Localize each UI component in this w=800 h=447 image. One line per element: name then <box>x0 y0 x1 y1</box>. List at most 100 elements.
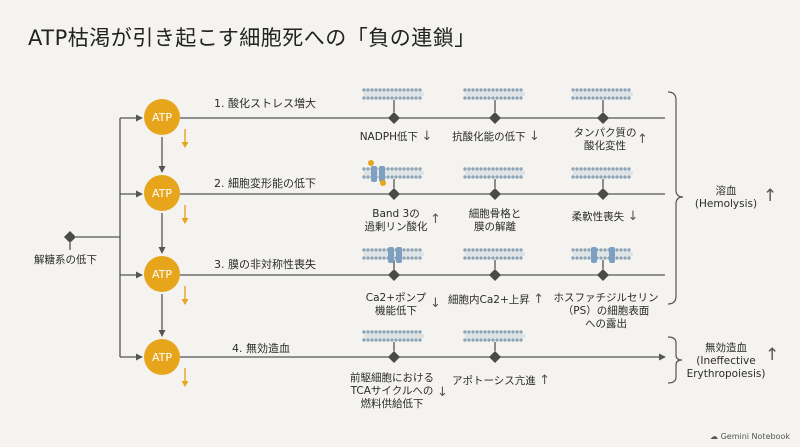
lipid-dot <box>362 256 366 260</box>
lipid-dot <box>587 96 591 100</box>
lipid-dot <box>491 330 495 334</box>
root-node <box>64 231 76 243</box>
lipid-dot <box>515 167 519 171</box>
lipid-dot <box>615 167 619 171</box>
lipid-dot <box>479 167 483 171</box>
lipid-dot <box>515 175 519 179</box>
lipid-dot <box>402 167 406 171</box>
lipid-dot <box>467 167 471 171</box>
lipid-dot <box>479 256 483 260</box>
row4-node-2 <box>489 351 501 363</box>
lipid-dot <box>587 175 591 179</box>
lipid-dot <box>386 88 390 92</box>
lipid-dot <box>579 248 583 252</box>
lipid-dot <box>402 330 406 334</box>
lipid-dot <box>366 88 370 92</box>
lipid-dot <box>487 338 491 342</box>
lipid-dot <box>503 248 507 252</box>
arrow-up-icon: ↑ <box>763 186 778 206</box>
lipid-dot <box>575 96 579 100</box>
row4-item1-line3: 燃料供給低下 <box>360 398 424 410</box>
lipid-dot <box>414 175 418 179</box>
lipid-dot <box>467 88 471 92</box>
lipid-dot <box>499 96 503 100</box>
row2-item3-text: 柔軟性喪失 <box>571 211 625 223</box>
row1-item3-line1: タンパク質の <box>573 127 637 139</box>
lipid-dot <box>583 96 587 100</box>
lipid-dot <box>575 88 579 92</box>
scramblase-icon <box>609 247 615 263</box>
row1-item3-line2: 酸化変性 <box>584 140 626 152</box>
lipid-dot <box>519 248 523 252</box>
lipid-dot <box>583 88 587 92</box>
membrane-icon <box>571 248 633 260</box>
lipid-dot <box>390 88 394 92</box>
lipid-dot <box>507 88 511 92</box>
lipid-dot <box>487 88 491 92</box>
lipid-dot <box>519 96 523 100</box>
lipid-dot <box>394 88 398 92</box>
lipid-dot <box>370 248 374 252</box>
outcome-hemolysis: 溶血 (Hemolysis) <box>690 185 762 211</box>
lipid-dot <box>390 167 394 171</box>
lipid-dot <box>503 256 507 260</box>
lipid-dot <box>471 88 475 92</box>
lipid-dot <box>499 167 503 171</box>
lipid-dot <box>467 175 471 179</box>
lipid-dot <box>483 88 487 92</box>
lipid-dot <box>515 248 519 252</box>
lipid-dot <box>487 248 491 252</box>
lipid-dot <box>507 248 511 252</box>
lipid-dot <box>479 338 483 342</box>
row1-item1: NADPH低下 ↓ <box>346 130 446 144</box>
lipid-dot <box>619 167 623 171</box>
lipid-dot <box>503 175 507 179</box>
membrane-icon <box>571 167 633 179</box>
row4-item1-line2: TCAサイクルへの <box>350 385 434 397</box>
lipid-dot <box>495 167 499 171</box>
row-header-2: 2. 細胞変形能の低下 <box>214 177 316 190</box>
row3-item1-line2: 機能低下 <box>375 305 417 317</box>
row2-node-2 <box>489 188 501 200</box>
ineffective-brace <box>667 336 683 384</box>
outcome-ineffective-line1: 無効造血 <box>705 342 747 354</box>
lipid-dot <box>398 96 402 100</box>
lipid-dot <box>623 248 627 252</box>
lipid-dot <box>418 338 422 342</box>
root-label: 解糖系の低下 <box>34 254 97 266</box>
lipid-dot <box>418 96 422 100</box>
membrane-icon <box>463 330 525 342</box>
lipid-dot <box>402 96 406 100</box>
lipid-dot <box>575 175 579 179</box>
lipid-dot <box>471 338 475 342</box>
lipid-dot <box>487 175 491 179</box>
row2-node-1 <box>388 188 400 200</box>
lipid-dot <box>418 330 422 334</box>
lipid-dot <box>378 256 382 260</box>
lipid-dot <box>583 175 587 179</box>
membrane-icon <box>362 88 424 100</box>
lipid-dot <box>491 248 495 252</box>
lipid-dot <box>406 96 410 100</box>
lipid-dot <box>382 96 386 100</box>
atp-circle-2: ATP <box>144 175 180 211</box>
lipid-dot <box>370 88 374 92</box>
lipid-dot <box>515 88 519 92</box>
lipid-dot <box>495 88 499 92</box>
lipid-dot <box>519 338 523 342</box>
lipid-dot <box>370 256 374 260</box>
row1-item2-text: 抗酸化能の低下 <box>452 131 526 143</box>
lipid-dot <box>507 330 511 334</box>
membrane-icon <box>362 330 424 342</box>
lipid-dot <box>595 96 599 100</box>
lipid-dot <box>511 167 515 171</box>
lipid-dot <box>475 248 479 252</box>
hemolysis-brace <box>667 91 684 305</box>
lipid-dot <box>619 96 623 100</box>
lipid-dot <box>627 248 631 252</box>
row1-node-2 <box>489 112 501 124</box>
lipid-dot <box>607 88 611 92</box>
membrane-icon <box>463 88 525 100</box>
lipid-dot <box>515 330 519 334</box>
lipid-dot <box>386 167 390 171</box>
